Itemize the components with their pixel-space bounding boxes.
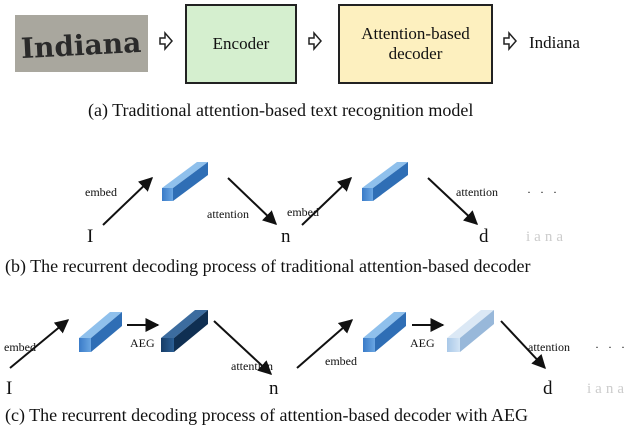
ghost-remaining-b: iana: [526, 229, 567, 245]
cube-c-2-aeg: [161, 310, 208, 352]
caption-a: (a) Traditional attention-based text rec…: [88, 100, 474, 120]
label-c-aeg-1: AEG: [130, 336, 155, 350]
label-c-embed-2: embed: [325, 354, 357, 368]
ghost-remaining-c: iana: [587, 381, 628, 397]
cube-c-4-aeg: [447, 310, 494, 352]
hollow-arrow-3: [503, 31, 517, 51]
caption-c: (c) The recurrent decoding process of at…: [5, 405, 528, 425]
char-c-1: I: [6, 378, 13, 399]
arrow-c-embed-2: [296, 319, 354, 369]
cube-b-2: [362, 162, 408, 201]
arrow-c-embed-1: [9, 319, 70, 369]
label-b-embed-1: embed: [85, 185, 117, 199]
label-c-embed-1: embed: [4, 340, 36, 354]
encoder-box: Encoder: [185, 4, 297, 84]
cube-c-3: [363, 312, 406, 352]
char-b-1: I: [87, 226, 94, 247]
arrows-c: [9, 318, 546, 375]
caption-b: (b) The recurrent decoding process of tr…: [5, 256, 531, 276]
label-b-attention-2: attention: [456, 185, 498, 199]
ellipsis-b: · · ·: [527, 185, 560, 199]
label-b-embed-2: embed: [287, 205, 319, 219]
arrow-c-attention-2: [500, 320, 546, 370]
cube-b-1: [162, 162, 208, 201]
output-label: Indiana: [529, 33, 580, 52]
cube-c-1: [79, 312, 122, 352]
hollow-arrow-2: [308, 31, 322, 51]
char-b-3: d: [479, 226, 489, 247]
char-c-3: d: [543, 378, 553, 399]
input-word-image: Indiana: [15, 15, 148, 72]
label-c-attention-1: attention: [231, 359, 273, 373]
char-c-2: n: [269, 378, 279, 399]
label-c-attention-2: attention: [528, 340, 570, 354]
arrow-b-embed-1: [102, 177, 154, 226]
arrow-b-attention-1: [227, 177, 278, 225]
decoder-box: Attention-based decoder: [338, 4, 493, 84]
hollow-arrow-1: [159, 31, 173, 51]
encoder-label: Encoder: [212, 33, 270, 53]
flow-arrows-a: [159, 31, 517, 51]
arrow-c-attention-1: [213, 320, 273, 375]
ellipsis-c: · · ·: [595, 340, 628, 354]
arrow-b-embed-2: [301, 177, 353, 226]
char-b-2: n: [281, 226, 291, 247]
arrow-b-attention-2: [427, 177, 479, 225]
label-b-attention-1: attention: [207, 207, 249, 221]
arrows-b: [102, 177, 479, 226]
label-c-aeg-2: AEG: [410, 336, 435, 350]
input-word-image-text: Indiana: [20, 26, 142, 65]
decoder-label: Attention-based decoder: [361, 23, 470, 63]
